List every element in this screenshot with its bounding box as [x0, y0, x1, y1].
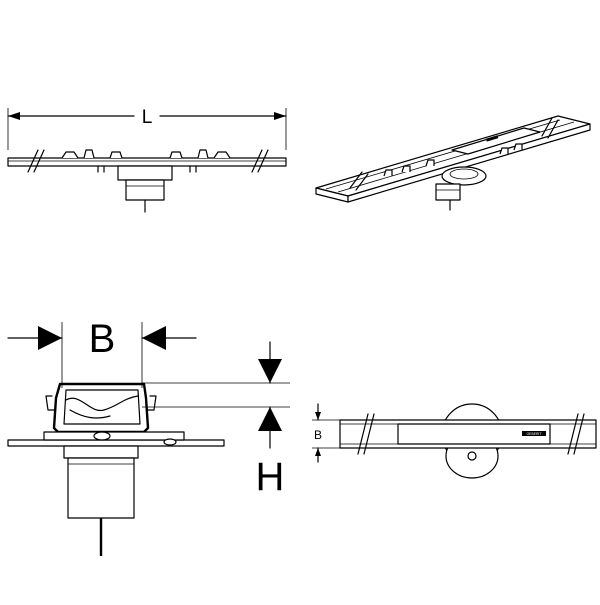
label-height: H: [256, 455, 285, 499]
front-elevation-view: L: [7, 107, 287, 213]
brand-plate-small: [485, 135, 499, 142]
brand-label: GEBERIT: [527, 432, 542, 436]
label-width-small: B: [314, 428, 322, 442]
isometric-view: [315, 115, 591, 211]
label-length: L: [142, 107, 153, 128]
top-view: B GEBERIT: [312, 403, 597, 479]
dimension-height: H: [142, 341, 290, 499]
break-marks: [27, 149, 269, 173]
label-width-large: B: [89, 317, 116, 361]
dimension-width-small: B: [312, 403, 340, 463]
iso-drain-outlet: [435, 166, 487, 211]
outlet-pipe: [63, 445, 139, 556]
channel-profile: [45, 382, 157, 434]
cross-section-view: B H: [7, 317, 290, 556]
drain-outlet: [117, 165, 173, 213]
brand-plate: [522, 431, 546, 436]
cover-plate: [451, 127, 541, 155]
channel-bar: [7, 157, 287, 167]
mounting-clips: [61, 149, 231, 173]
dimension-length: L: [7, 107, 287, 150]
sealing-flange: [7, 439, 225, 447]
dimension-width-large: B: [7, 317, 197, 388]
top-cover-plate: [397, 423, 551, 445]
